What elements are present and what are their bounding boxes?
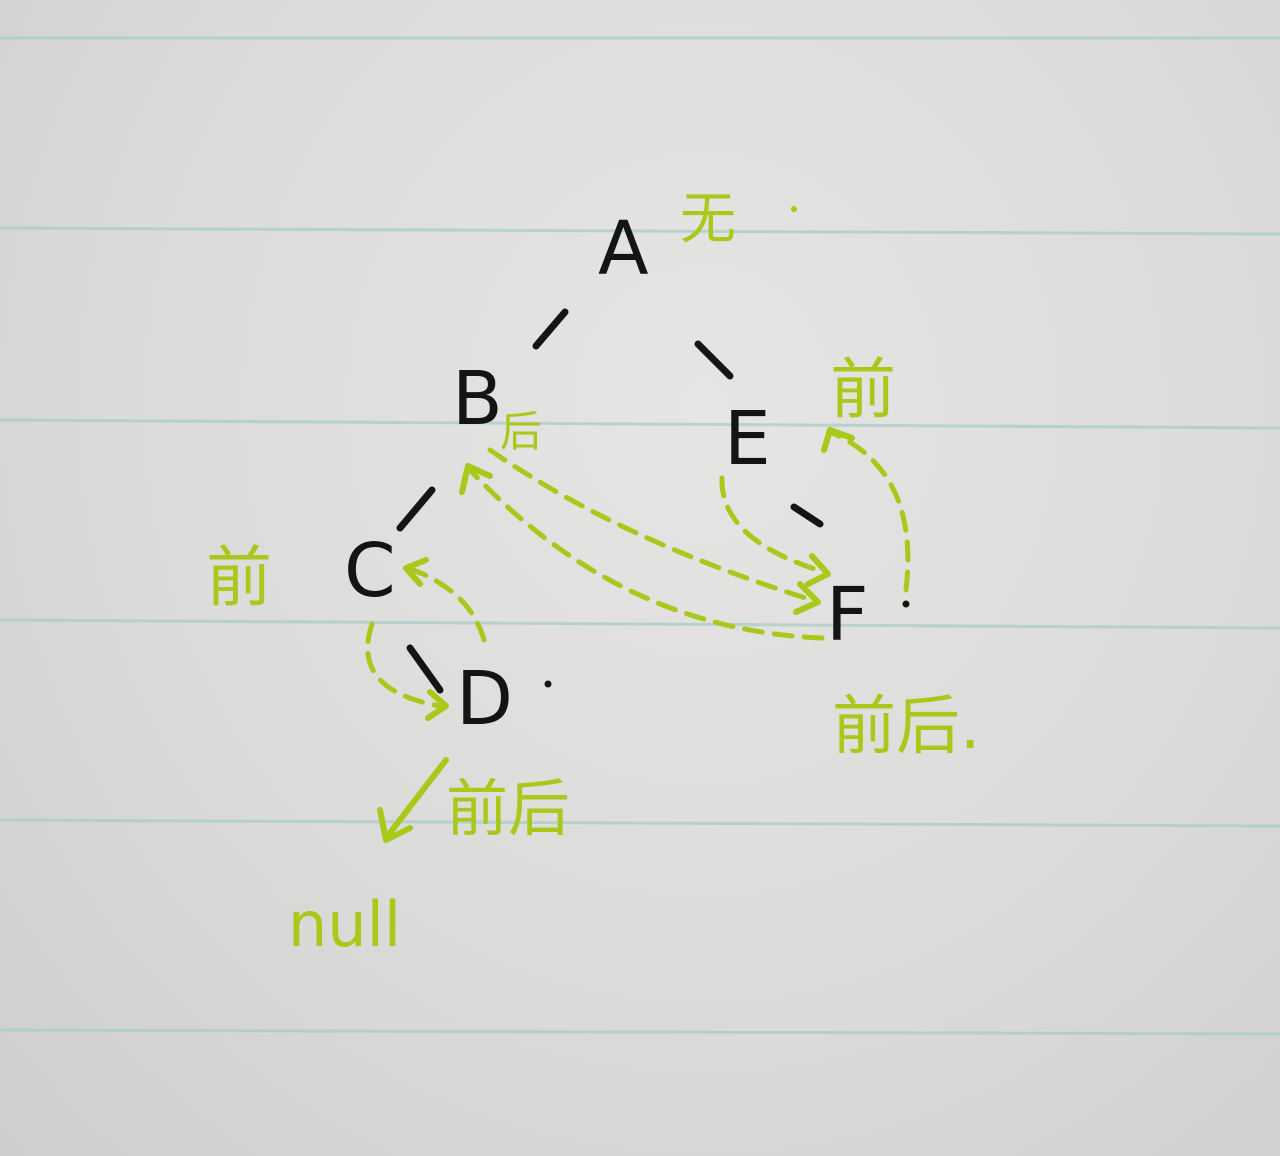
note-f: 前后. <box>832 690 980 764</box>
rule-line-4 <box>0 618 1280 630</box>
edge-b-c <box>396 486 436 532</box>
arrow-f-to-e <box>827 429 911 593</box>
arrow-d-to-c <box>405 565 487 643</box>
ink-dot-f <box>902 600 910 608</box>
edge-a-e <box>694 340 734 380</box>
null-label: null <box>288 888 401 961</box>
ink-dot-a <box>791 206 797 212</box>
note-b: 后 <box>500 407 542 456</box>
arrow-b-to-f <box>487 447 815 603</box>
arrow-e-to-f <box>719 475 827 575</box>
tree-edges <box>396 308 824 694</box>
note-e: 前 <box>830 351 896 428</box>
node-c: C <box>344 528 396 614</box>
arrow-d-to-null <box>383 757 449 841</box>
arrowhead-null <box>377 807 413 843</box>
note-c: 前 <box>206 539 272 616</box>
rule-line-3 <box>0 418 1280 430</box>
edge-e-f <box>790 503 824 528</box>
rule-line-6 <box>0 1028 1280 1036</box>
node-f: F <box>826 572 869 658</box>
ink-dot-d <box>544 680 552 688</box>
edge-a-b <box>532 308 569 350</box>
rule-line-2 <box>0 226 1280 236</box>
rule-line-5 <box>0 818 1280 828</box>
note-d: 前后 <box>446 772 570 845</box>
node-e: E <box>724 396 771 482</box>
arrowhead-c <box>403 557 429 587</box>
arrowhead-d <box>425 689 449 721</box>
ruled-lines <box>0 36 1280 1036</box>
arrow-f-to-b <box>467 467 825 641</box>
arrowhead-e <box>821 427 855 453</box>
node-a: A <box>598 206 649 292</box>
thread-annotations: 无 后 前 前后 前 前后. null <box>206 187 980 961</box>
node-b: B <box>452 356 503 442</box>
arrowhead-f-lower <box>793 581 821 615</box>
node-d: D <box>456 656 513 742</box>
arrowhead-b <box>459 463 493 495</box>
arrow-c-to-d <box>365 621 443 709</box>
thread-arrows <box>365 427 911 843</box>
edge-c-d <box>406 644 444 694</box>
arrowhead-f-upper <box>805 553 831 587</box>
tree-nodes: A B C D E F <box>344 206 869 742</box>
note-a: 无 <box>680 187 736 252</box>
